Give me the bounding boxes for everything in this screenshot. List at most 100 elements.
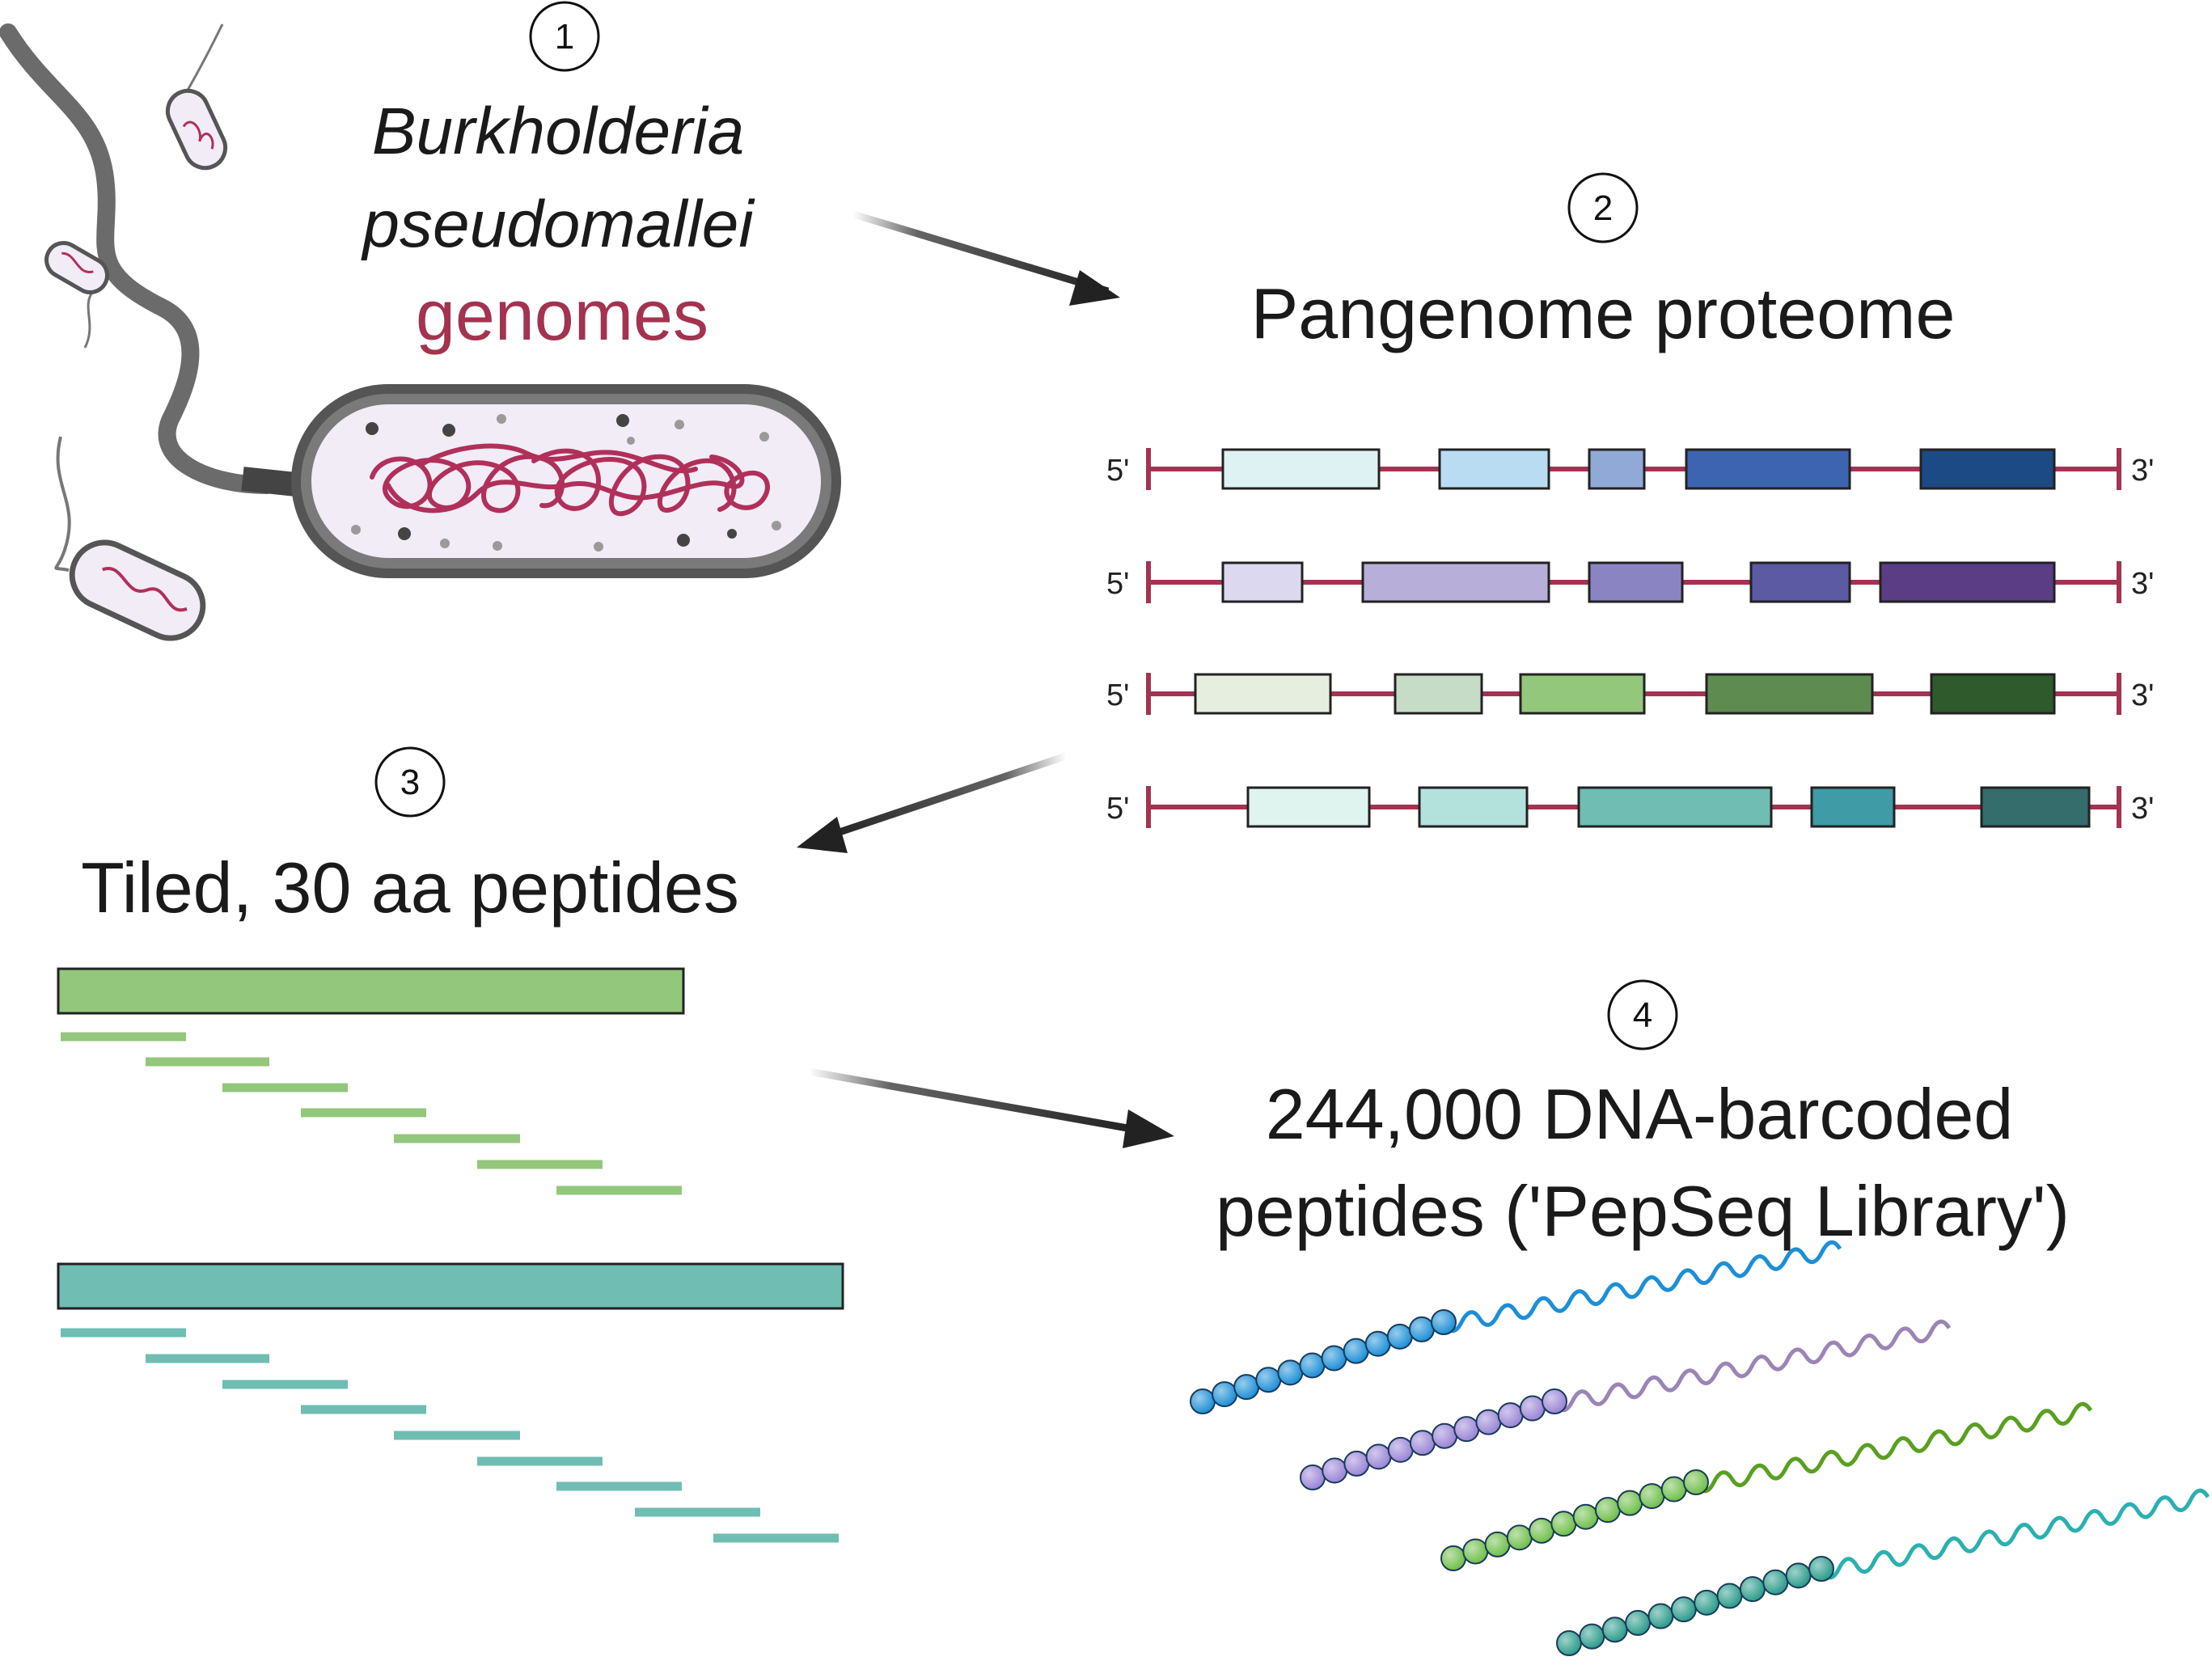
protein-box [1919,448,2056,490]
arrow-step1-to-step2 [852,210,1110,295]
bead-highlight [1580,1625,1604,1648]
dna-barcode-tail [1441,1240,1842,1333]
bead-highlight [1191,1390,1214,1413]
flagellum [0,23,276,494]
step4-number: 4 [1633,995,1652,1035]
protein-box [1418,786,1529,828]
bead-highlight [1464,1540,1487,1563]
proteome-strand: 5'3' [1106,786,2154,828]
step4-title-line2: peptides ('PepSeq Library') [1216,1171,2070,1251]
bead-highlight [1685,1471,1707,1494]
step1-badge: 1 [529,1,600,72]
step1-title-line3: genomes [416,275,708,355]
bead-highlight [1695,1591,1719,1614]
step1-title-line2: pseudomallei [360,188,755,261]
protein-box [1577,786,1773,828]
bead-highlight [1486,1532,1509,1556]
bead-highlight [1388,1325,1411,1348]
bead-highlight [1574,1505,1597,1528]
bead-highlight [1442,1547,1465,1570]
step1-number: 1 [555,17,574,57]
step3-title: Tiled, 30 aa peptides [81,847,739,928]
barcoded-peptide [1556,1488,2210,1656]
bead-highlight [1626,1611,1650,1634]
bead-highlight [1213,1383,1237,1406]
bead-highlight [1367,1445,1390,1469]
protein-box [1394,673,1483,715]
protein-box [1980,786,2091,828]
step2-title: Pangenome proteome [1251,273,1956,353]
bead-highlight [1640,1485,1664,1508]
bead-highlight [1411,1431,1434,1455]
small-bacterium-1 [165,23,228,171]
bead-highlight [1787,1564,1810,1587]
step4-title-line1: 244,000 DNA-barcoded [1266,1074,2014,1154]
protein-box [1246,786,1371,828]
protein-bar-green [57,967,685,1015]
dna-barcode-tail [1694,1401,2093,1494]
arrow-step3-to-step4 [808,1067,1137,1134]
bead-highlight [1603,1618,1626,1642]
step1-bacteria-illustration [0,23,841,641]
tiled-peptides [57,967,844,1543]
bead-highlight [1433,1424,1457,1448]
bead-highlight [1596,1498,1619,1522]
bead-highlight [1810,1557,1833,1580]
arrowhead-step3-to-step4 [1123,1109,1174,1148]
bead-highlight [1410,1317,1433,1341]
main-bacterium-cell [291,384,841,578]
bead-highlight [1740,1578,1764,1601]
bead-highlight [1477,1410,1500,1434]
protein-box [1361,561,1550,603]
bead-highlight [1543,1390,1566,1413]
proteome-strand: 5'3' [1106,673,2154,715]
step4-badge: 4 [1607,979,1678,1050]
protein-box [1221,448,1381,490]
five-prime-label: 5' [1106,454,1129,488]
protein-box [1685,448,1851,490]
arrow-step2-to-step3 [823,752,1068,841]
bead-highlight [1301,1466,1324,1489]
barcoded-peptide [1440,1401,2093,1571]
three-prime-label: 3' [2131,567,2154,601]
protein-box [1588,448,1646,490]
proteome-strand: 5' 3' [1106,448,2154,490]
barcoded-peptides [1190,1240,2210,1656]
step2-number: 2 [1593,188,1613,228]
bead-highlight [1672,1598,1695,1621]
protein-box [1930,673,2056,715]
arrowhead-step1-to-step2 [1069,270,1120,306]
protein-box [1705,673,1874,715]
bead-highlight [1618,1491,1642,1515]
proteome-strands: 5'3'5'3'5'3'5'3' [1106,448,2154,828]
protein-box [1519,673,1646,715]
dna-barcode-tail [1819,1488,2210,1580]
protein-box [1749,561,1851,603]
bead-highlight [1508,1526,1531,1549]
protein-bar-teal [57,1262,844,1310]
bead-highlight [1530,1519,1554,1542]
bead-highlight [1764,1570,1787,1594]
bead-highlight [1662,1477,1685,1501]
five-prime-label: 5' [1106,678,1129,712]
bead-highlight [1455,1418,1478,1441]
protein-box [1588,561,1684,603]
bead-highlight [1558,1632,1580,1655]
bead-highlight [1322,1346,1346,1370]
bead-highlight [1649,1604,1673,1628]
barcoded-peptide [1190,1240,1842,1414]
five-prime-label: 5' [1106,567,1129,601]
step3-number: 3 [400,763,420,802]
bead-highlight [1345,1452,1368,1475]
bead-highlight [1552,1512,1575,1536]
bead-highlight [1301,1354,1324,1377]
bead-highlight [1499,1404,1522,1427]
step1-title-line1: Burkholderia [372,95,744,168]
bead-highlight [1718,1584,1741,1608]
bead-highlight [1520,1397,1544,1420]
small-bacterium-2 [44,241,109,349]
bead-highlight [1366,1332,1389,1355]
three-prime-label: 3' [2131,454,2154,488]
protein-box [1438,448,1550,490]
bead-highlight [1389,1438,1412,1461]
